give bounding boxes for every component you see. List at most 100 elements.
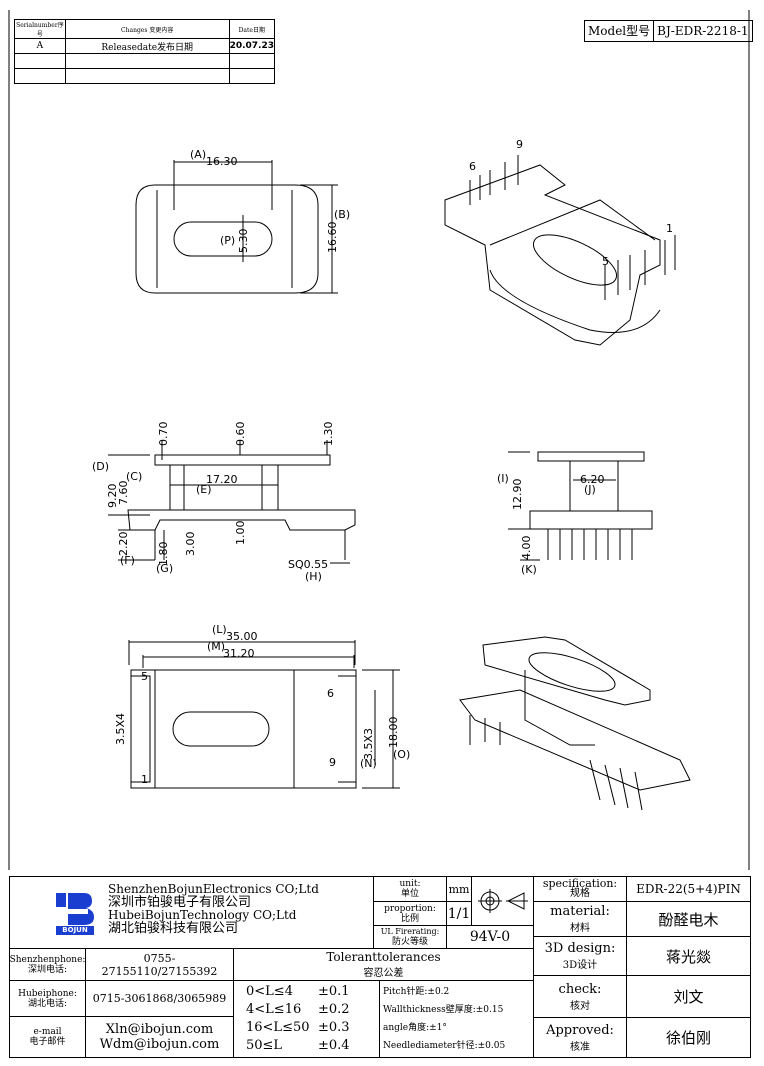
dim-g-value: 1.80	[157, 542, 170, 567]
dim-100: 1.00	[234, 521, 247, 546]
approved-label-cell: Approved: 核准	[533, 1017, 627, 1058]
email-label: e-mail	[33, 1027, 62, 1037]
tol-range: 4<L≤16	[246, 1002, 302, 1017]
company-en-2: HubeiBojunTechnology CO;Ltd	[108, 908, 297, 922]
spec-cn: 规格	[570, 888, 590, 899]
bottom-pin-9: 9	[329, 756, 336, 769]
dim-35x3: 3.5X3	[362, 728, 375, 760]
revision-table: Serialnumber序号 Changes 变更内容 Date日期 A Rel…	[14, 19, 276, 84]
design-value: 蒋光燚	[626, 936, 751, 976]
check-label: check:	[558, 981, 602, 997]
company-names: ShenzhenBojunElectronics CO;Ltd 深圳市铂骏电子有…	[108, 882, 319, 936]
tol-value: ±0.2	[318, 1002, 350, 1017]
dim-070: 0.70	[157, 422, 170, 447]
tol-range: 50≤L	[246, 1038, 283, 1053]
email-values: Xln@ibojun.com Wdm@ibojun.com	[85, 1016, 234, 1058]
spec-label-cell: specification:规格	[533, 876, 627, 902]
tolerance-ranges: 0<L≤4±0.1 4<L≤16 ±0.2 16<L≤50±0.3 50≤L ±0.…	[233, 980, 380, 1058]
design-label: 3D design:	[544, 941, 616, 956]
unit-label: unit:	[399, 879, 421, 889]
model-box: Model型号 BJ-EDR-2218-1	[584, 20, 753, 42]
iso-pin-5: 5	[602, 255, 609, 268]
tol-range: 16<L≤50	[246, 1020, 310, 1035]
design-label-cell: 3D design: 3D设计	[533, 936, 627, 976]
unit-label-cell: unit:单位	[373, 876, 447, 902]
dim-e-value: 17.20	[206, 473, 238, 486]
unit-value: mm	[446, 876, 472, 902]
tolerance-notes: Pitch针距:±0.2 Wallthickness壁厚度:±0.15 angl…	[379, 980, 534, 1058]
tol-value: ±0.4	[318, 1038, 350, 1053]
approved-value: 徐伯刚	[626, 1017, 751, 1058]
model-value: BJ-EDR-2218-1	[653, 21, 751, 41]
spec-label: specification:	[542, 877, 618, 890]
dim-j-value: 6.20	[580, 473, 605, 486]
tol-row: 4<L≤16 ±0.2	[246, 1001, 379, 1019]
email-1[interactable]: Xln@ibojun.com	[105, 1022, 214, 1037]
dim-a-value: 16.30	[206, 155, 238, 168]
check-value: 刘文	[626, 975, 751, 1018]
approved-cn: 核准	[570, 1041, 590, 1053]
dim-060: 0.60	[234, 422, 247, 447]
sz-phone-value: 0755-27155110/27155392	[85, 948, 234, 981]
iso-pin-9: 9	[516, 138, 523, 151]
company-cn-2: 湖北铂骏科技有限公司	[108, 921, 239, 936]
model-label: Model型号	[588, 24, 651, 38]
projection-icon	[478, 889, 528, 913]
prop-label: proportion:	[384, 903, 436, 914]
ul-cn: 防火等级	[391, 937, 428, 947]
hb-phone-value: 0715-3061868/3065989	[85, 980, 234, 1017]
tol-note: angle角度:±1°	[383, 1023, 447, 1033]
email-2[interactable]: Wdm@ibojun.com	[99, 1037, 220, 1052]
spec-value: EDR-22(5+4)PIN	[626, 876, 751, 902]
tolerance-title: Toleranttolerances	[326, 950, 441, 964]
tolerance-cn: 容忍公差	[363, 968, 404, 979]
dim-m-value: 31.20	[223, 647, 255, 660]
dim-c-label: (C)	[126, 470, 142, 483]
design-cn: 3D设计	[562, 960, 598, 971]
dim-b-value: 16.60	[326, 222, 339, 254]
hb-phone-label-cell: Hubeiphone:湖北电话:	[9, 980, 86, 1017]
approved-label: Approved:	[546, 1022, 614, 1038]
side-view	[508, 451, 653, 561]
tol-note: Pitch针距:±0.2	[383, 987, 450, 997]
bottom-pin-1: 1	[141, 773, 148, 786]
dim-m-label: (M)	[207, 640, 225, 653]
isometric-view-1	[444, 155, 676, 346]
ul-label-cell: UL Firerating:防火等级	[373, 925, 447, 949]
dim-sq: SQ0.55	[288, 558, 328, 571]
bottom-pin-5: 5	[141, 670, 148, 683]
dim-f-label: (F)	[120, 554, 135, 567]
company-cn-1: 深圳市铂骏电子有限公司	[108, 895, 252, 910]
technical-drawing: (A) 16.30 (B) 16.60 (P) 5.30 6 9 1 5 0.7…	[8, 10, 750, 870]
front-view	[108, 440, 356, 564]
dim-d-value: 9.20	[106, 484, 119, 509]
dim-130: 1.30	[322, 422, 335, 447]
iso-pin-1: 1	[666, 222, 673, 235]
tol-row: 0<L≤4±0.1	[246, 983, 379, 1001]
material-value: 酚醛电木	[626, 901, 751, 937]
dim-j-label: (J)	[584, 483, 596, 496]
sz-phone-label-cell: Shenzhenphone:深圳电话:	[9, 948, 86, 981]
tolerance-header: Toleranttolerances 容忍公差	[233, 948, 534, 981]
tol-value: ±0.1	[318, 984, 350, 999]
email-cn: 电子邮件	[29, 1037, 66, 1047]
dim-i-label: (I)	[497, 472, 509, 485]
bottom-view	[128, 640, 400, 789]
unit-cn: 单位	[400, 889, 419, 899]
dim-a-label: (A)	[190, 148, 206, 161]
company-en-1: ShenzhenBojunElectronics CO;Ltd	[108, 882, 319, 896]
dim-o-label: (O)	[393, 748, 410, 761]
dim-l-label: (L)	[212, 623, 227, 636]
ul-label: UL Firerating:	[380, 927, 440, 936]
bojun-logo: BOJUN	[54, 891, 96, 935]
title-block: BOJUN ShenzhenBojunElectronics CO;Ltd 深圳…	[9, 876, 751, 1058]
tol-row: 16<L≤50±0.3	[246, 1019, 379, 1037]
top-view	[135, 160, 338, 294]
sz-phone-label: Shenzhenphone:	[9, 954, 86, 965]
projection-symbol-cell	[471, 876, 534, 926]
dim-d-label: (D)	[92, 460, 109, 473]
material-label: material:	[550, 904, 610, 919]
dim-g-label: (G)	[156, 562, 173, 575]
prop-cn: 比例	[400, 913, 419, 924]
material-label-cell: material:材料	[533, 901, 627, 937]
